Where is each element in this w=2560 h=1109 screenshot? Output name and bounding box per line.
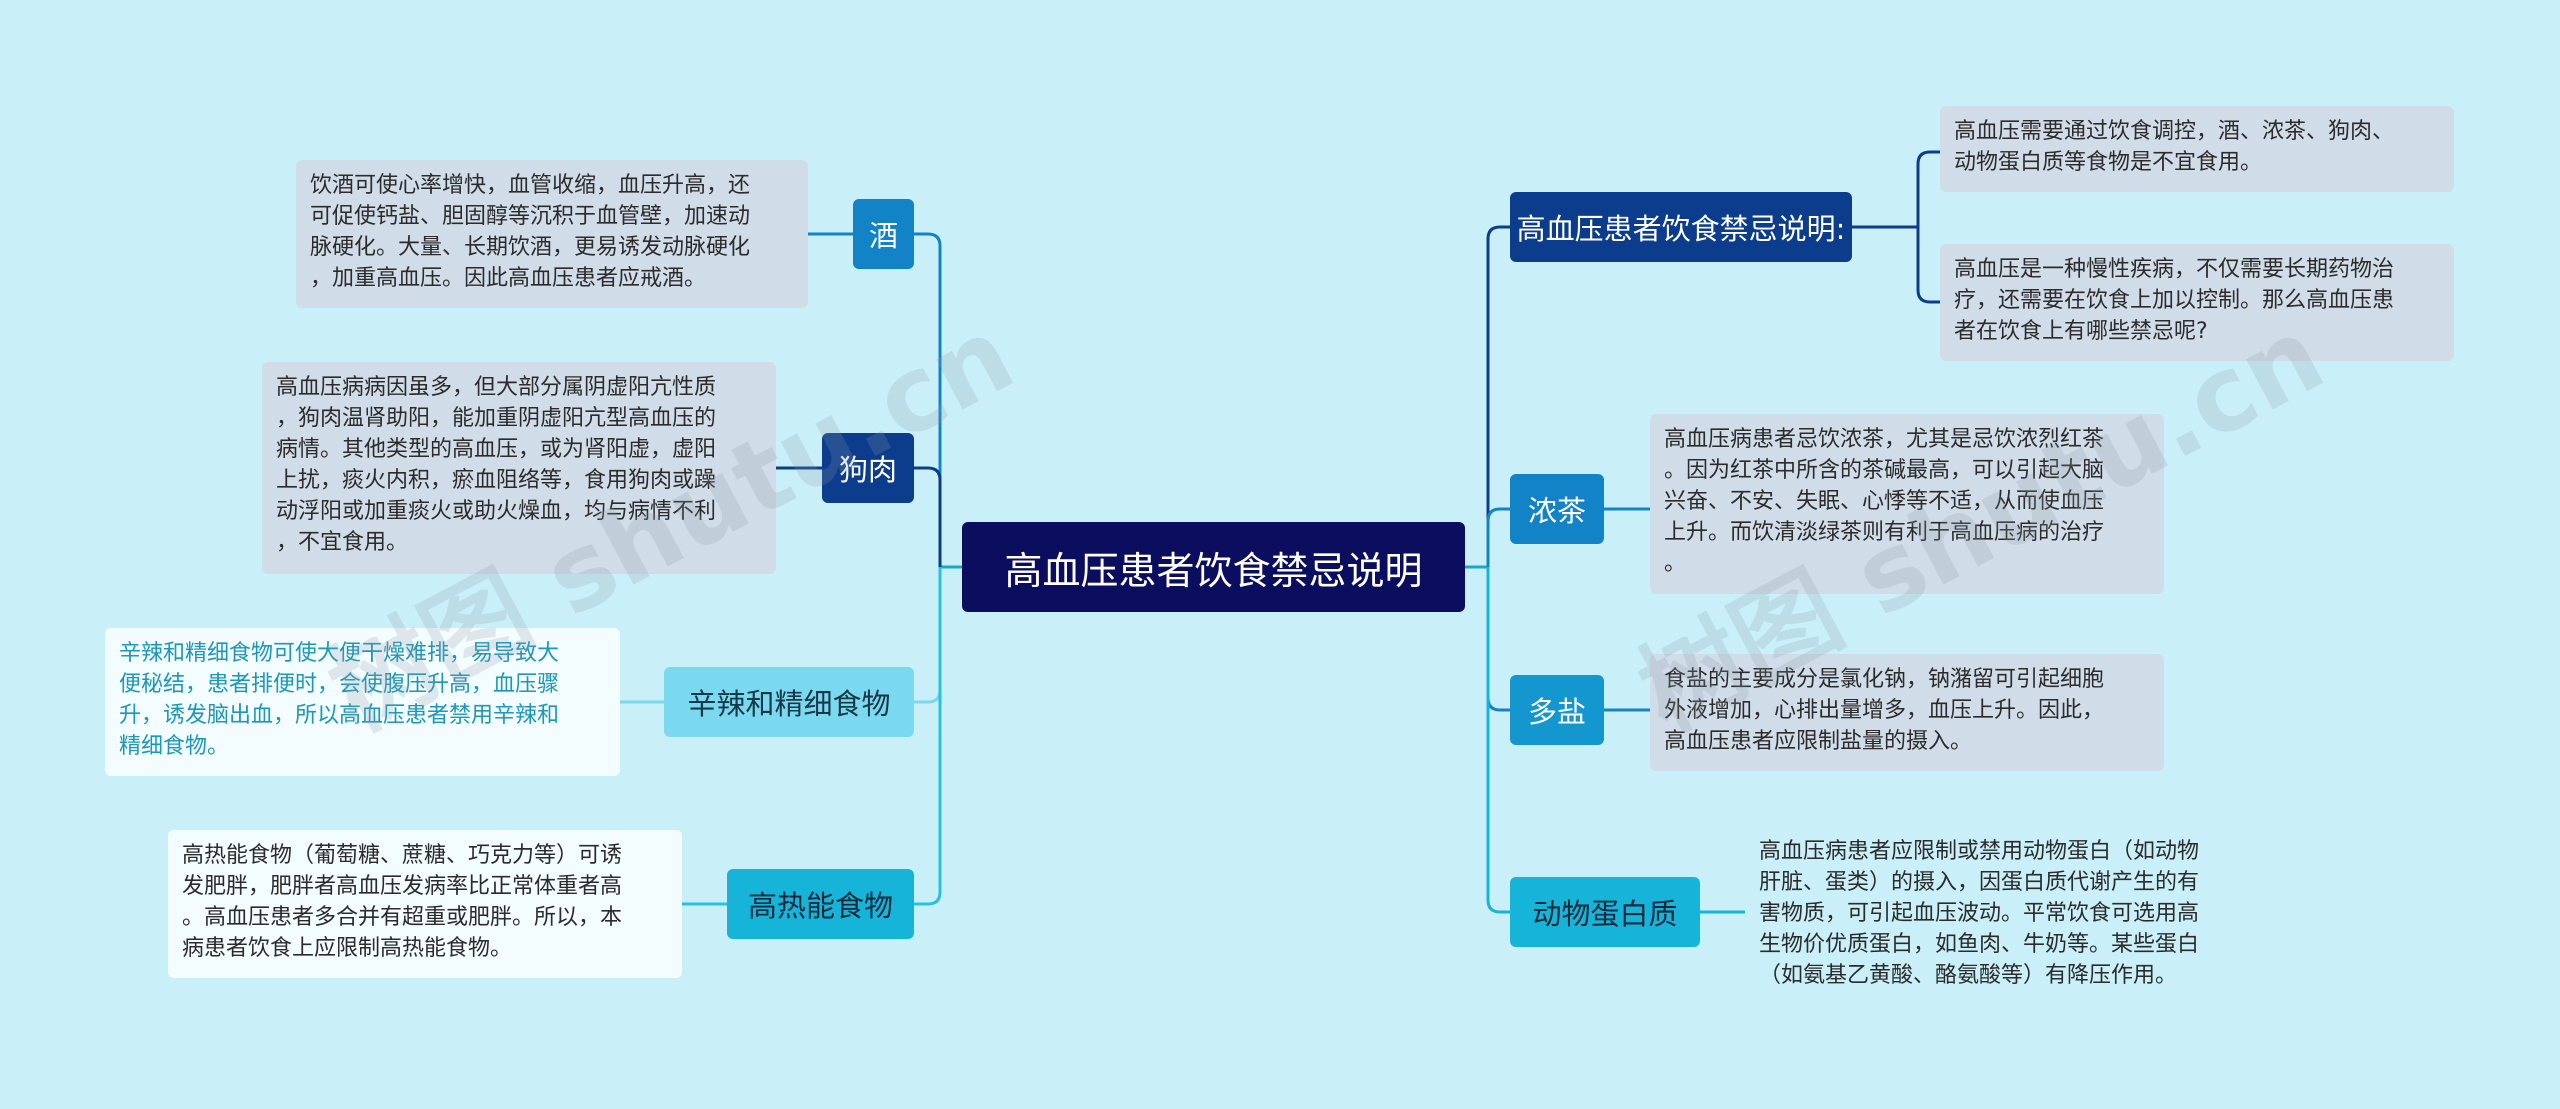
- root-topic[interactable]: 高血压患者饮食禁忌说明: [962, 522, 1465, 612]
- branch-jiu[interactable]: 酒: [853, 199, 914, 269]
- branch-danbai[interactable]: 动物蛋白质: [1510, 877, 1700, 947]
- leaf-shuoming-detail-1: 高血压需要通过饮食调控，酒、浓茶、狗肉、 动物蛋白质等食物是不宜食用。: [1940, 106, 2454, 192]
- leaf-duoyan-detail: 食盐的主要成分是氯化钠，钠潴留可引起细胞 外液增加，心排出量增多，血压上升。因此…: [1650, 654, 2164, 771]
- connector-right-shuoming: [1486, 225, 1510, 567]
- connector-left-xinla: [914, 567, 942, 704]
- branch-gaore[interactable]: 高热能食物: [727, 869, 914, 939]
- leaf-jiu-detail: 饮酒可使心率增快，血管收缩，血压升高，还 可促使钙盐、胆固醇等沉积于血管壁，加速…: [296, 160, 808, 308]
- branch-gourou[interactable]: 狗肉: [822, 433, 914, 503]
- leaf-shuoming-detail-2: 高血压是一种慢性疾病，不仅需要长期药物治 疗，还需要在饮食上加以控制。那么高血压…: [1940, 244, 2454, 361]
- connector-left-gourou: [914, 466, 942, 567]
- connector-right-duoyan: [1486, 567, 1510, 712]
- leaf-danbai-detail: 高血压病患者应限制或禁用动物蛋白（如动物 肝脏、蛋类）的摄入，因蛋白质代谢产生的…: [1759, 839, 2200, 988]
- branch-duoyan[interactable]: 多盐: [1510, 675, 1604, 745]
- connector-left-jiu: [914, 232, 942, 567]
- connector-left-gaore: [914, 567, 942, 906]
- leaf-gaore-detail: 高热能食物（葡萄糖、蔗糖、巧克力等）可诱 发肥胖，肥胖者高血压发病率比正常体重者…: [168, 830, 682, 978]
- leaf-gourou-detail: 高血压病病因虽多，但大部分属阴虚阳亢性质 ，狗肉温肾助阳，能加重阴虚阳亢型高血压…: [262, 362, 776, 574]
- branch-nongcha[interactable]: 浓茶: [1510, 474, 1604, 544]
- connector-right-nongcha: [1486, 507, 1510, 567]
- connector-shuoming-leaves: [1852, 150, 1940, 304]
- branch-shuoming[interactable]: 高血压患者饮食禁忌说明:: [1510, 192, 1852, 262]
- leaf-xinla-detail: 辛辣和精细食物可使大便干燥难排，易导致大 便秘结，患者排便时，会使腹压升高，血压…: [105, 628, 620, 776]
- leaf-nongcha-detail: 高血压病患者忌饮浓茶，尤其是忌饮浓烈红茶 。因为红茶中所含的茶碱最高，可以引起大…: [1650, 414, 2164, 594]
- branch-xinla[interactable]: 辛辣和精细食物: [664, 667, 914, 737]
- connector-right-danbai: [1486, 567, 1510, 914]
